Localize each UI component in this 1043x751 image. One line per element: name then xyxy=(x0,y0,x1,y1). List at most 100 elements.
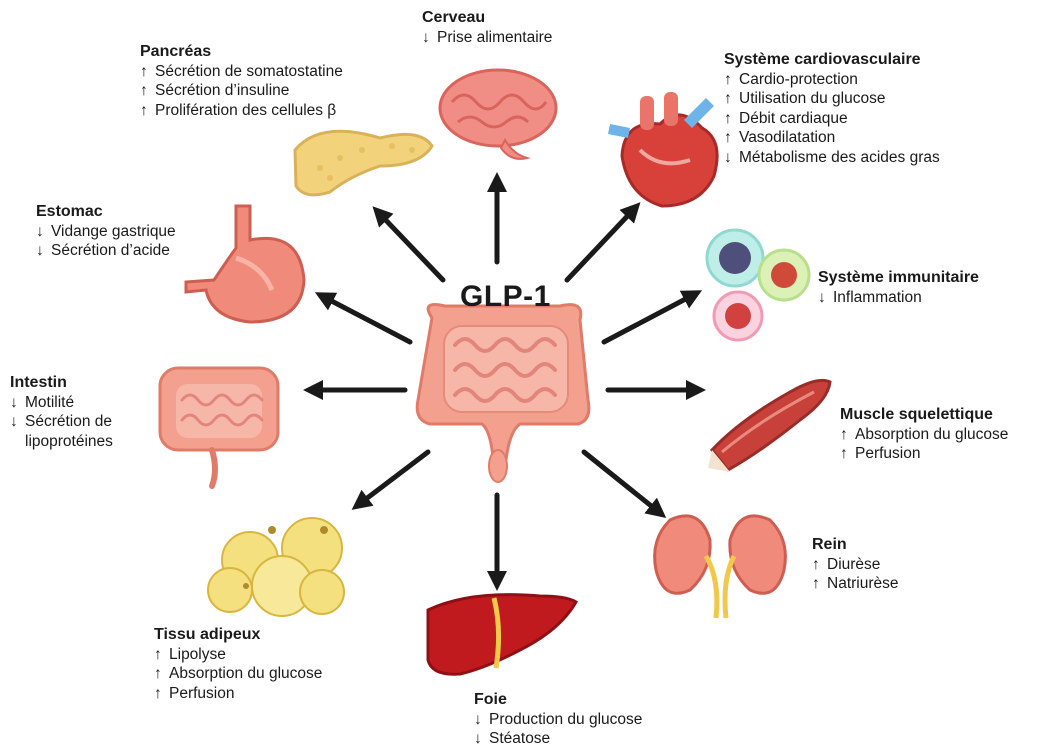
effect-text: Sécrétion d’insuline xyxy=(155,82,289,99)
effect-block-cerveau: Cerveau↓Prise alimentaire xyxy=(422,8,552,47)
arrow-up-icon: ↑ xyxy=(140,62,155,82)
arrow-down-icon: ↓ xyxy=(474,710,489,730)
effect-text: Perfusion xyxy=(855,445,920,462)
arrow-down-icon: ↓ xyxy=(10,412,25,432)
effect-block-cardio: Système cardiovasculaire↑Cardio-protecti… xyxy=(724,50,940,167)
effect-row: lipoprotéines xyxy=(10,432,113,452)
effect-title: Intestin xyxy=(10,373,113,393)
arrow-down-icon: ↓ xyxy=(36,222,51,242)
effect-text: Lipolyse xyxy=(169,646,226,663)
effect-row: ↑Absorption du glucose xyxy=(154,664,322,684)
arrow-up-icon: ↑ xyxy=(154,664,169,684)
stomach-illustration xyxy=(186,206,304,322)
effect-text: Métabolisme des acides gras xyxy=(739,149,940,166)
effect-row: ↑Cardio-protection xyxy=(724,70,940,90)
intestine-illustration xyxy=(160,368,278,486)
effect-text: Cardio-protection xyxy=(739,71,858,88)
effect-text: Inflammation xyxy=(833,289,922,306)
effect-title: Muscle squelettique xyxy=(840,405,1008,425)
arrow-pancreas xyxy=(378,212,443,280)
effect-text: Vidange gastrique xyxy=(51,223,176,240)
effect-row: ↑Perfusion xyxy=(154,684,322,704)
arrow-up-icon: ↑ xyxy=(812,555,827,575)
effect-row: ↑Diurèse xyxy=(812,555,899,575)
arrow-up-icon: ↑ xyxy=(724,109,739,129)
effect-row: ↑Prolifération des cellules β xyxy=(140,101,343,121)
effect-title: Système cardiovasculaire xyxy=(724,50,940,70)
arrow-down-icon: ↓ xyxy=(818,288,833,308)
effect-row: ↑Débit cardiaque xyxy=(724,109,940,129)
effect-text: Sécrétion de somatostatine xyxy=(155,63,343,80)
effect-row: ↑Natriurèse xyxy=(812,574,899,594)
arrow-down-icon: ↓ xyxy=(474,729,489,749)
effect-title: Tissu adipeux xyxy=(154,625,322,645)
effect-text: Utilisation du glucose xyxy=(739,90,885,107)
effect-row: ↓Stéatose xyxy=(474,729,642,749)
effect-row: ↑Sécrétion de somatostatine xyxy=(140,62,343,82)
effect-row: ↑Perfusion xyxy=(840,444,1008,464)
effect-title: Système immunitaire xyxy=(818,268,979,288)
effect-block-adipeux: Tissu adipeux↑Lipolyse↑Absorption du glu… xyxy=(154,625,322,703)
effect-text: Prise alimentaire xyxy=(437,29,552,46)
effect-text: Diurèse xyxy=(827,556,880,573)
effect-row: ↓Inflammation xyxy=(818,288,979,308)
arrow-down-icon: ↓ xyxy=(724,148,739,168)
effect-row: ↑Absorption du glucose xyxy=(840,425,1008,445)
arrow-down-icon: ↓ xyxy=(36,241,51,261)
arrow-up-icon: ↑ xyxy=(724,128,739,148)
effect-block-foie: Foie↓Production du glucose↓Stéatose xyxy=(474,690,642,749)
arrow-estomac xyxy=(322,296,410,342)
effect-block-rein: Rein↑Diurèse↑Natriurèse xyxy=(812,535,899,594)
arrow-adipeux xyxy=(358,452,428,505)
central-intestine-illustration xyxy=(417,305,589,483)
arrow-up-icon: ↑ xyxy=(140,81,155,101)
effect-row: ↓Métabolisme des acides gras xyxy=(724,148,940,168)
arrow-cardio xyxy=(567,208,635,280)
liver-illustration xyxy=(428,595,576,675)
center-label: GLP-1 xyxy=(460,280,551,314)
effect-text: Vasodilatation xyxy=(739,129,835,146)
effect-text: Natriurèse xyxy=(827,575,899,592)
effect-block-pancreas: Pancréas↑Sécrétion de somatostatine↑Sécr… xyxy=(140,42,343,120)
effect-row: ↑Vasodilatation xyxy=(724,128,940,148)
effect-title: Foie xyxy=(474,690,642,710)
effect-text: Sécrétion d’acide xyxy=(51,242,170,259)
kidneys-illustration xyxy=(655,516,786,618)
immune-cells-illustration xyxy=(707,230,809,340)
effect-text: Débit cardiaque xyxy=(739,110,848,127)
effect-block-intestin: Intestin↓Motilité↓Sécrétion delipoprotéi… xyxy=(10,373,113,451)
arrow-down-icon: ↓ xyxy=(10,393,25,413)
effect-row: ↓Production du glucose xyxy=(474,710,642,730)
effect-title: Pancréas xyxy=(140,42,343,62)
effect-text: lipoprotéines xyxy=(25,433,113,450)
arrow-up-icon: ↑ xyxy=(840,444,855,464)
effect-row: ↓Sécrétion d’acide xyxy=(36,241,176,261)
effect-text: Stéatose xyxy=(489,730,550,747)
fat-cells-illustration xyxy=(208,518,344,616)
effect-row: ↓Motilité xyxy=(10,393,113,413)
effect-row: ↑Utilisation du glucose xyxy=(724,89,940,109)
effect-title: Estomac xyxy=(36,202,176,222)
arrow-up-icon: ↑ xyxy=(840,425,855,445)
effect-text: Production du glucose xyxy=(489,711,642,728)
effect-text: Motilité xyxy=(25,394,74,411)
effect-title: Cerveau xyxy=(422,8,552,28)
arrow-up-icon: ↑ xyxy=(724,89,739,109)
effect-row: ↓Vidange gastrique xyxy=(36,222,176,242)
effect-row: ↑Lipolyse xyxy=(154,645,322,665)
effect-block-immunitaire: Système immunitaire↓Inflammation xyxy=(818,268,979,307)
effect-row: ↓Sécrétion de xyxy=(10,412,113,432)
arrow-up-icon: ↑ xyxy=(154,684,169,704)
effect-title: Rein xyxy=(812,535,899,555)
effect-block-muscle: Muscle squelettique↑Absorption du glucos… xyxy=(840,405,1008,464)
brain-illustration xyxy=(440,70,556,159)
effect-row: ↓Prise alimentaire xyxy=(422,28,552,48)
arrow-up-icon: ↑ xyxy=(154,645,169,665)
arrow-up-icon: ↑ xyxy=(812,574,827,594)
arrow-down-icon: ↓ xyxy=(422,28,437,48)
effect-block-estomac: Estomac↓Vidange gastrique↓Sécrétion d’ac… xyxy=(36,202,176,261)
muscle-illustration xyxy=(708,380,830,472)
arrow-immunitaire xyxy=(604,294,695,342)
effect-text: Sécrétion de xyxy=(25,413,112,430)
